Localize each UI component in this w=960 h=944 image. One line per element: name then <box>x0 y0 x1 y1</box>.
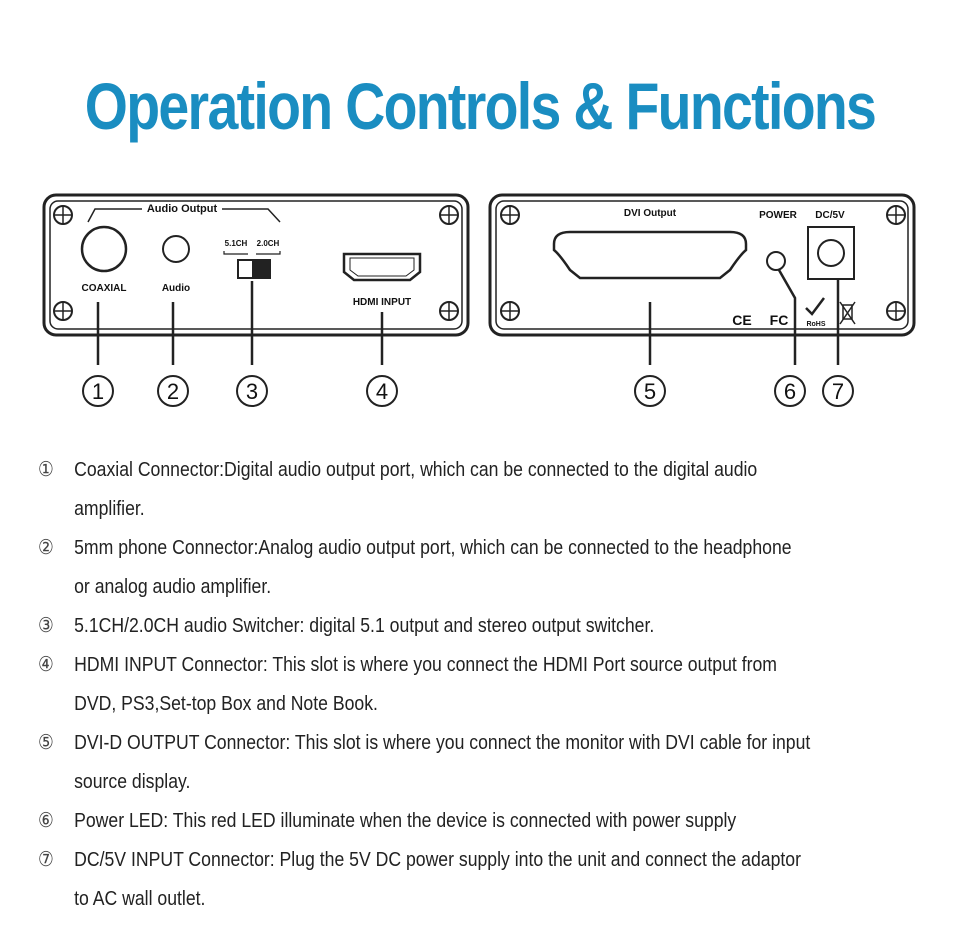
audio-label: Audio <box>162 283 190 294</box>
weee-bin-icon <box>839 301 856 325</box>
item-text: 5mm phone Connector:Analog audio output … <box>74 536 792 598</box>
item-text: DVI-D OUTPUT Connector: This slot is whe… <box>74 731 811 793</box>
rohs-check-icon <box>805 297 825 316</box>
item-text: 5.1CH/2.0CH audio Switcher: digital 5.1 … <box>74 614 655 637</box>
svg-text:3: 3 <box>246 379 258 404</box>
hdmi-label: HDMI INPUT <box>353 297 411 308</box>
left-panel: Audio Output COAXIAL Audio 5.1CH 2.0CH H… <box>42 193 470 337</box>
item-number: ① <box>38 458 54 481</box>
page-title: Operation Controls & Functions <box>84 69 877 143</box>
hdmi-port <box>342 252 422 282</box>
callout-4: 4 <box>366 375 398 407</box>
audio-output-label: Audio Output <box>147 203 218 215</box>
list-item: ① Coaxial Connector:Digital audio output … <box>38 450 812 528</box>
audio-jack <box>162 235 190 263</box>
screw-icon <box>439 205 459 225</box>
coaxial-label: COAXIAL <box>82 283 127 294</box>
svg-text:4: 4 <box>376 379 388 404</box>
power-led <box>766 251 786 271</box>
item-text: Coaxial Connector:Digital audio output p… <box>74 458 758 520</box>
dc-label: DC/5V <box>815 210 845 221</box>
dvi-port <box>552 230 748 280</box>
function-list: ① Coaxial Connector:Digital audio output … <box>38 450 812 918</box>
svg-text:7: 7 <box>832 379 844 404</box>
switch-51-label: 5.1CH <box>225 239 248 248</box>
callout-2: 2 <box>157 375 189 407</box>
item-number: ⑦ <box>38 848 54 871</box>
callout-lines <box>96 269 840 365</box>
callout-5: 5 <box>634 375 666 407</box>
svg-text:5: 5 <box>644 379 656 404</box>
item-number: ⑥ <box>38 809 54 832</box>
screw-icon <box>886 205 906 225</box>
svg-text:6: 6 <box>784 379 796 404</box>
screw-icon <box>886 301 906 321</box>
rohs-mark: RoHS <box>806 321 825 328</box>
list-item: ③ 5.1CH/2.0CH audio Switcher: digital 5.1… <box>38 606 812 645</box>
list-item: ⑤ DVI-D OUTPUT Connector: This slot is wh… <box>38 723 812 801</box>
item-number: ⑤ <box>38 731 54 754</box>
screw-icon <box>500 205 520 225</box>
fc-mark: FC <box>770 312 789 328</box>
callout-6: 6 <box>774 375 806 407</box>
list-item: ⑦ DC/5V INPUT Connector: Plug the 5V DC p… <box>38 840 812 918</box>
item-number: ③ <box>38 614 54 637</box>
right-panel: DVI Output POWER DC/5V CE FC RoHS <box>488 193 916 337</box>
callout-7: 7 <box>822 375 854 407</box>
svg-text:1: 1 <box>92 379 104 404</box>
svg-text:2: 2 <box>167 379 179 404</box>
screw-icon <box>500 301 520 321</box>
item-number: ② <box>38 536 54 559</box>
screw-icon <box>53 205 73 225</box>
coaxial-port <box>80 225 128 273</box>
screw-icon <box>53 301 73 321</box>
list-item: ⑥ Power LED: This red LED illuminate when… <box>38 801 812 840</box>
item-text: DC/5V INPUT Connector: Plug the 5V DC po… <box>74 848 801 910</box>
item-number: ④ <box>38 653 54 676</box>
callout-3: 3 <box>236 375 268 407</box>
list-item: ② 5mm phone Connector:Analog audio output… <box>38 528 812 606</box>
item-text: HDMI INPUT Connector: This slot is where… <box>74 653 777 715</box>
dvi-label: DVI Output <box>624 208 677 219</box>
item-text: Power LED: This red LED illuminate when … <box>74 809 737 832</box>
callout-1: 1 <box>82 375 114 407</box>
list-item: ④ HDMI INPUT Connector: This slot is wher… <box>38 645 812 723</box>
switch-20-label: 2.0CH <box>257 239 280 248</box>
power-label: POWER <box>759 210 798 221</box>
ce-mark: CE <box>732 312 751 328</box>
device-panels-diagram: Audio Output COAXIAL Audio 5.1CH 2.0CH H… <box>42 193 916 407</box>
screw-icon <box>439 301 459 321</box>
